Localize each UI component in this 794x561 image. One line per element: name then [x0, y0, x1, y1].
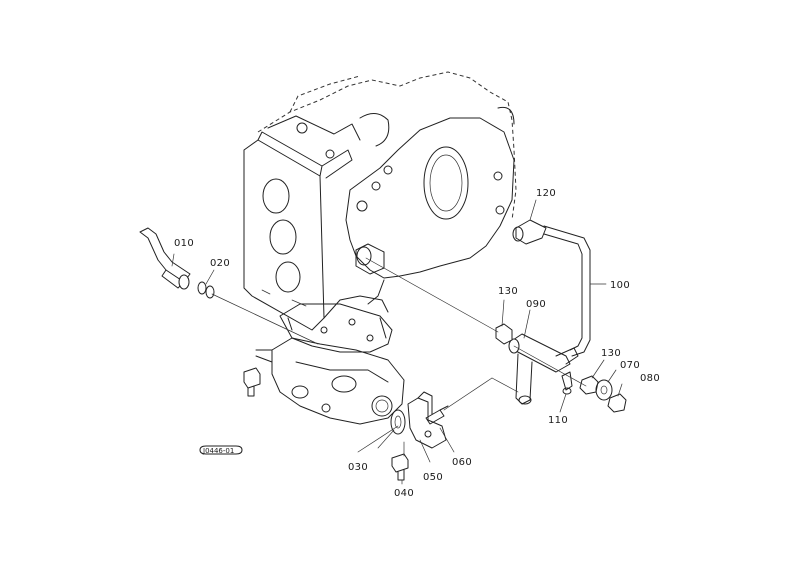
label-part-100: 100 [610, 280, 630, 291]
part-090-lever [508, 333, 579, 405]
part-080-nut [607, 393, 627, 413]
part-130-bushing-right [579, 375, 599, 395]
part-100-rod [543, 225, 591, 357]
part-020-o-rings [197, 281, 215, 299]
part-130-bushing-upper [495, 323, 513, 345]
label-part-130-upper: 130 [498, 286, 518, 297]
label-part-050: 050 [423, 472, 443, 483]
label-part-130-right: 130 [601, 348, 621, 359]
label-part-010: 010 [174, 238, 194, 249]
label-part-110: 110 [548, 415, 568, 426]
part-110-pin [561, 371, 573, 395]
part-number-labels: 010 020 030 040 050 060 070 080 090 100 … [174, 188, 660, 499]
label-part-040: 040 [394, 488, 414, 499]
part-030-washer [390, 409, 406, 435]
label-part-080: 080 [640, 373, 660, 384]
engine-block-drawing [243, 71, 517, 425]
label-part-070: 070 [620, 360, 640, 371]
label-part-030: 030 [348, 462, 368, 473]
part-120-grip [512, 219, 547, 245]
part-060-pin [425, 405, 449, 425]
label-part-120: 120 [536, 188, 556, 199]
label-part-060: 060 [452, 457, 472, 468]
part-040-bolt [391, 453, 409, 481]
leader-lines [171, 199, 623, 485]
reference-code-badge: J0446-01 [199, 445, 243, 455]
reference-code-text: J0446-01 [202, 447, 234, 455]
part-010-pipe [139, 227, 191, 290]
part-050-bracket [407, 391, 447, 449]
assembly-reference-lines [211, 257, 587, 457]
label-part-090: 090 [526, 299, 546, 310]
part-bolt-left [243, 367, 261, 397]
part-070-washer [595, 379, 613, 401]
label-part-020: 020 [210, 258, 230, 269]
